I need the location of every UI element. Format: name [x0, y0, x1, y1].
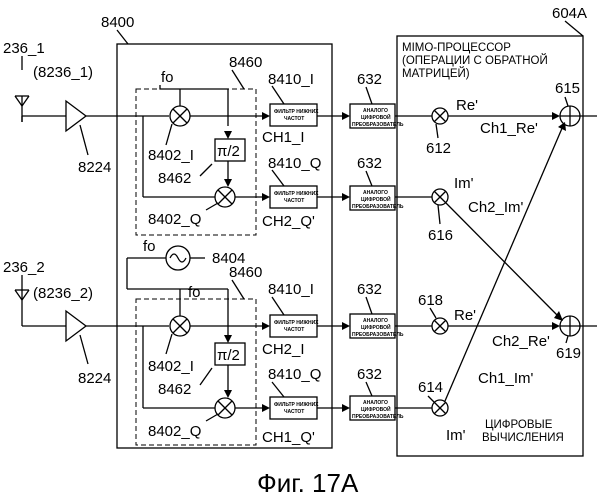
filter-bottom-i-line2: ЧАСТОТ — [284, 327, 304, 333]
filter-bottom-q-line1: ФИЛЬТР НИЖНИХ — [274, 402, 319, 408]
ref-619: 619 — [556, 345, 581, 362]
filter-bottom-i-ref: 8410_I — [268, 281, 314, 298]
phase-bottom-ref: 8462 — [158, 381, 191, 398]
adc-3-line3: ПРЕОБРАЗОВАТЕЛЬ — [352, 332, 404, 338]
ref-614: 614 — [418, 379, 443, 396]
filter-bottom-q-line2: ЧАСТОТ — [284, 409, 304, 415]
amplifier-top-ref: 8224 — [78, 159, 111, 176]
antenna-top-alt: (8236_1) — [33, 64, 93, 81]
im-label-2: Im' — [446, 427, 466, 444]
fo-top-label: fo — [161, 69, 174, 86]
filter-bottom-q-ref: 8410_Q — [268, 366, 321, 383]
signal-ch2-im: Ch2_Im' — [468, 199, 524, 216]
summer-615-icon — [560, 106, 580, 126]
dashed-block-bottom-ref: 8460 — [229, 264, 262, 281]
multiplier-616-icon — [432, 189, 448, 205]
filter-top-i-line1: ФИЛЬТР НИЖНИХ — [274, 109, 319, 115]
signal-ch1-im: Ch1_Im' — [478, 370, 534, 387]
adc-2-line2: ЦИФРОВОЙ — [361, 195, 391, 203]
amplifier-bottom-icon — [66, 311, 86, 341]
filter-top-q-line1: ФИЛЬТР НИЖНИХ — [274, 191, 319, 197]
filter-top-i — [270, 104, 317, 126]
adc-1-line2: ЦИФРОВОЙ — [361, 113, 391, 121]
ref-616: 616 — [428, 227, 453, 244]
adc-1-ref: 632 — [357, 71, 382, 88]
adc-4-line2: ЦИФРОВОЙ — [361, 405, 391, 413]
adc-2-line1: АНАЛОГО — [363, 190, 388, 196]
channel-label-ch2-i: CH2_I — [262, 341, 305, 358]
channel-label-ch2-q: CH2_Q' — [262, 213, 315, 230]
channel-label-ch1-q: CH1_Q' — [262, 429, 315, 446]
figure-caption: Фиг. 17А — [257, 468, 359, 498]
proc-title-2: (ОПЕРАЦИИ С ОБРАТНОЙ — [402, 54, 548, 67]
block-604A-label: 604A — [552, 5, 587, 22]
proc-title-1: MIMO-ПРОЦЕССОР — [402, 42, 511, 54]
antenna-bottom-alt: (8236_2) — [33, 285, 93, 302]
phase-top-ref: 8462 — [158, 170, 191, 187]
signal-ch1-re: Ch1_Re' — [480, 120, 538, 137]
mixer-bottom-q-ref: 8402_Q — [148, 423, 201, 440]
ref-618: 618 — [418, 292, 443, 309]
mixer-top-i-ref: 8402_I — [148, 147, 194, 164]
filter-top-q — [270, 186, 317, 208]
amplifier-top-icon — [66, 101, 86, 131]
adc-4-line1: АНАЛОГО — [363, 400, 388, 406]
mixer-top-i-icon — [170, 106, 190, 126]
mixer-top-q-ref: 8402_Q — [148, 211, 201, 228]
dashed-block-top-ref: 8460 — [229, 54, 262, 71]
mixer-bottom-i-icon — [170, 316, 190, 336]
adc-2-line3: ПРЕОБРАЗОВАТЕЛЬ — [352, 204, 404, 210]
filter-top-q-line2: ЧАСТОТ — [284, 198, 304, 204]
adc-1-line3: ПРЕОБРАЗОВАТЕЛЬ — [352, 122, 404, 128]
filter-top-q-ref: 8410_Q — [268, 155, 321, 172]
digital-label-1: ЦИФРОВЫЕ — [485, 419, 553, 431]
antenna-bottom-ref: 236_2 — [3, 259, 45, 276]
block-8400-label: 8400 — [101, 14, 134, 31]
fo-osc-label: fo — [143, 238, 156, 255]
re-label-1: Re' — [456, 97, 478, 114]
digital-label-2: ВЫЧИСЛЕНИЯ — [482, 432, 564, 444]
proc-title-3: МАТРИЦЕЙ) — [402, 67, 470, 80]
adc-3-line2: ЦИФРОВОЙ — [361, 323, 391, 331]
adc-3-line1: АНАЛОГО — [363, 318, 388, 324]
summer-619-icon — [560, 316, 580, 336]
mixer-top-q-icon — [215, 187, 235, 207]
filter-bottom-i-line1: ФИЛЬТР НИЖНИХ — [274, 320, 319, 326]
filter-bottom-q — [270, 397, 317, 419]
mixer-bottom-i-ref: 8402_I — [148, 358, 194, 375]
re-label-2: Re' — [454, 307, 476, 324]
im-label-1: Im' — [454, 175, 474, 192]
filter-bottom-i — [270, 315, 317, 337]
phase-shifter-bottom-text: π/2 — [217, 347, 240, 364]
channel-label-ch1-i: CH1_I — [262, 129, 305, 146]
phase-shifter-top-text: π/2 — [217, 143, 240, 160]
signal-ch2-re: Ch2_Re' — [492, 333, 550, 350]
adc-4-line3: ПРЕОБРАЗОВАТЕЛЬ — [352, 414, 404, 420]
antenna-bottom-icon — [15, 290, 29, 316]
filter-top-i-line2: ЧАСТОТ — [284, 116, 304, 122]
amplifier-bottom-ref: 8224 — [78, 370, 111, 387]
filter-top-i-ref: 8410_I — [268, 71, 314, 88]
multiplier-614-icon — [432, 400, 448, 416]
ref-612: 612 — [426, 140, 451, 157]
adc-1-line1: АНАЛОГО — [363, 108, 388, 114]
ref-615: 615 — [555, 80, 580, 97]
mixer-bottom-q-icon — [215, 398, 235, 418]
antenna-top-ref: 236_1 — [3, 40, 45, 57]
adc-2-ref: 632 — [357, 155, 382, 172]
fo-bottom-label: fo — [188, 284, 201, 301]
multiplier-612-icon — [432, 108, 448, 124]
multiplier-618-icon — [432, 318, 448, 334]
adc-4-ref: 632 — [357, 366, 382, 383]
adc-3-ref: 632 — [357, 281, 382, 298]
